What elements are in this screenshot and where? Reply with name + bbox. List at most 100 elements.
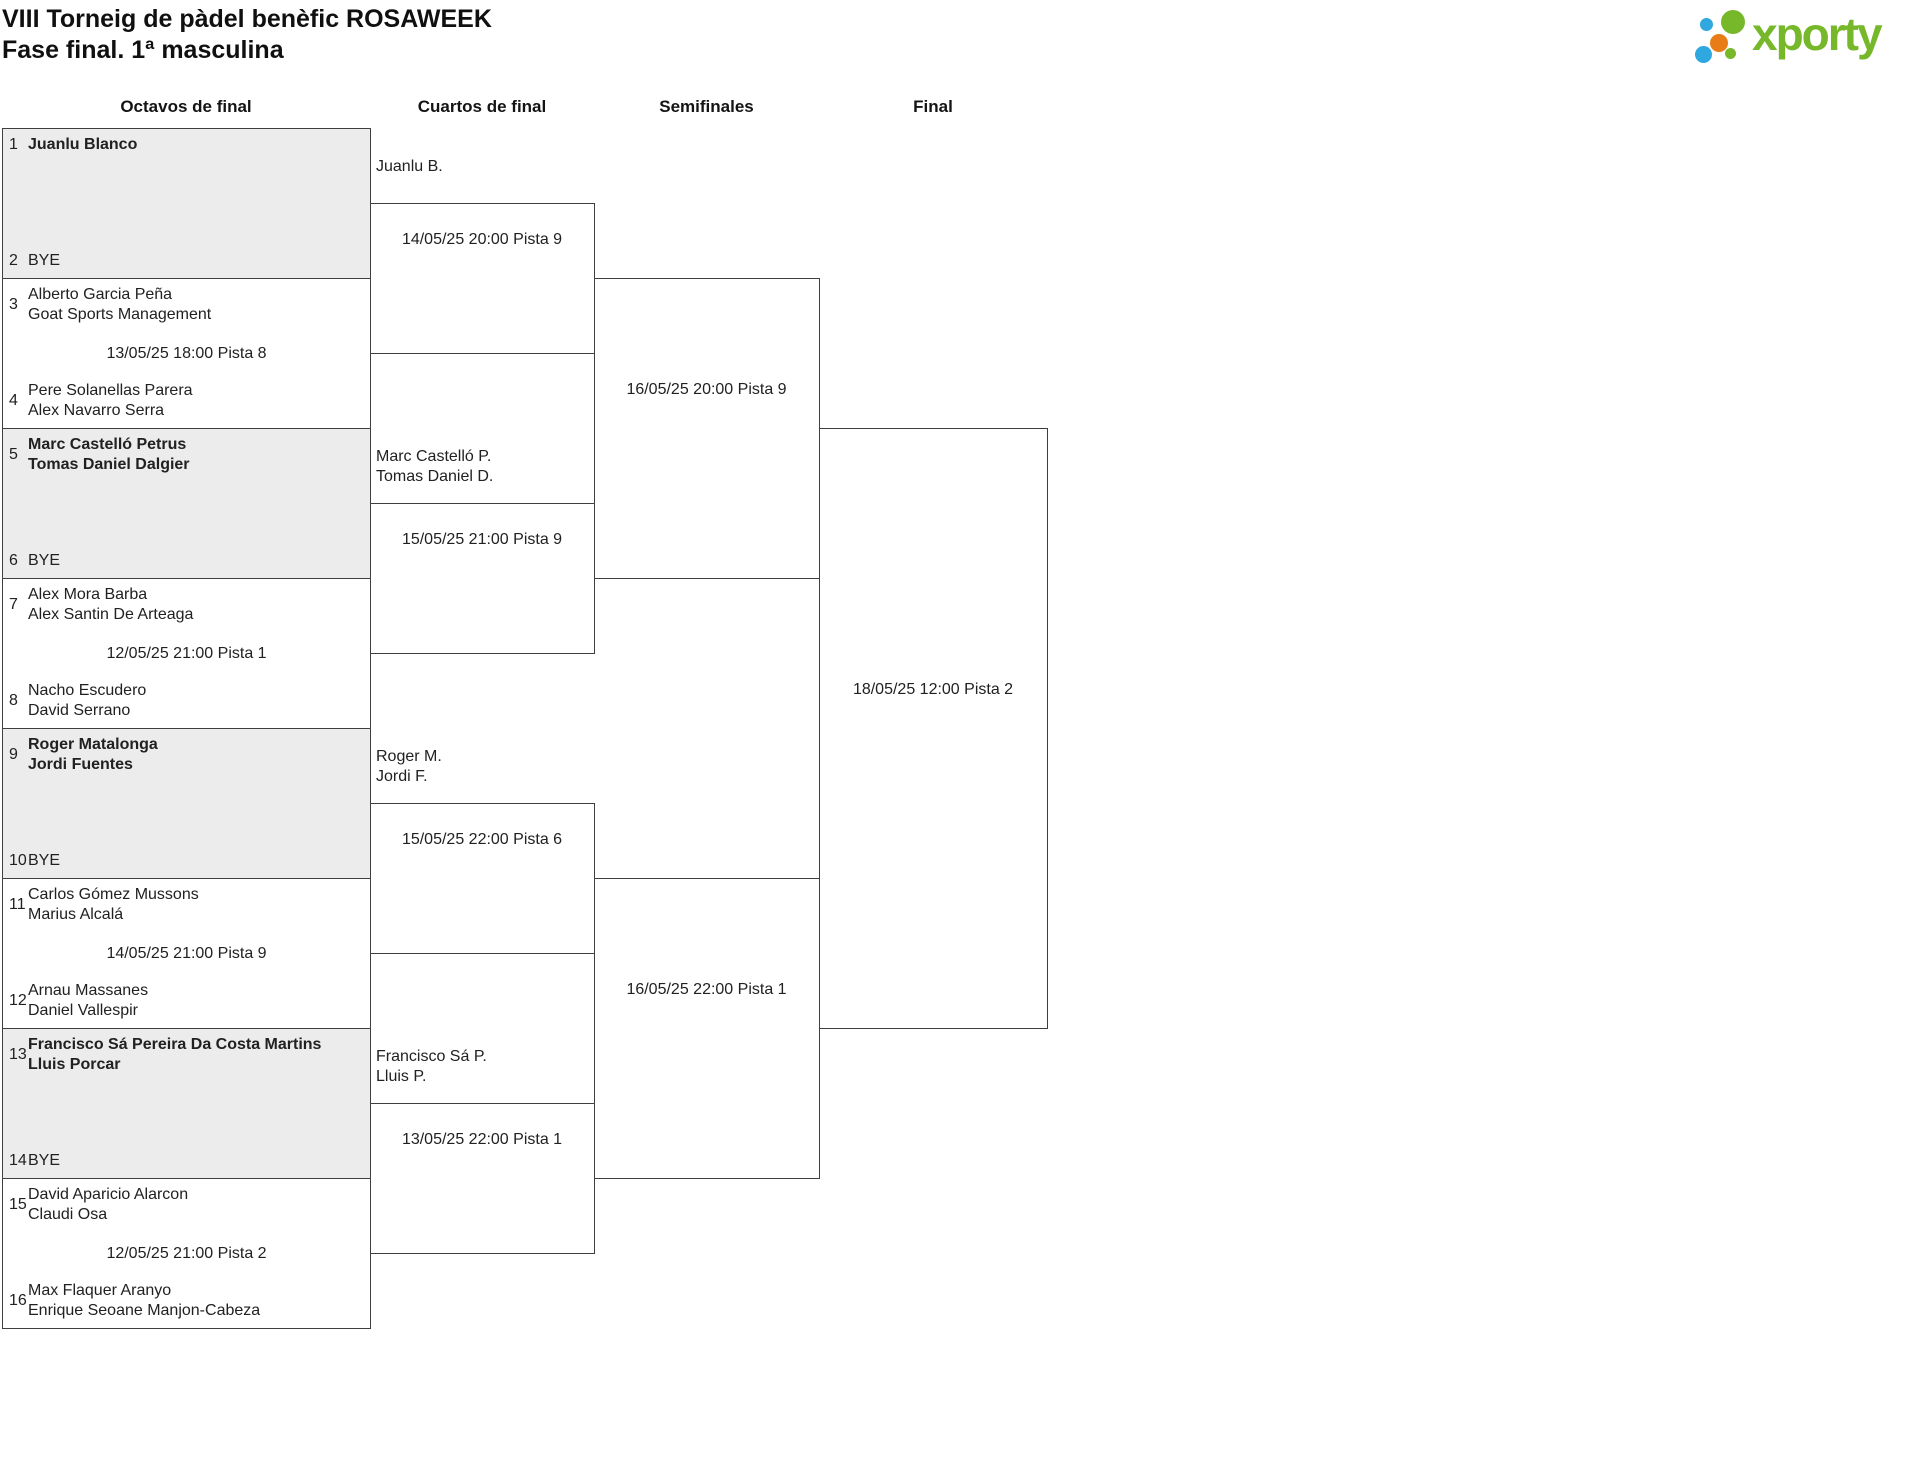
- winner-name: Marc Castelló P.: [376, 448, 492, 465]
- match-date: 12/05/25 21:00 Pista 1: [106, 645, 267, 662]
- winner-name: Tomas Daniel D.: [376, 468, 494, 485]
- seed-number: 10: [9, 852, 27, 869]
- logo-dot-blue-small: [1700, 18, 1713, 31]
- logo-dot-blue-medium: [1695, 46, 1712, 63]
- team-name: Nacho Escudero: [28, 682, 147, 699]
- team-names: BYE: [28, 851, 60, 871]
- match-box-semifinal[interactable]: [594, 278, 820, 579]
- match-date: 13/05/25 18:00 Pista 8: [106, 345, 267, 362]
- team-name: BYE: [28, 1152, 61, 1169]
- winner-label: Marc Castelló P. Tomas Daniel D.: [376, 447, 590, 487]
- match-date: 18/05/25 12:00 Pista 2: [852, 681, 1014, 698]
- team-name: Juanlu Blanco: [28, 136, 138, 153]
- seed-number: 13: [9, 1046, 27, 1063]
- round-header-1: Octavos de final: [120, 97, 252, 116]
- winner-label: Juanlu B.: [376, 147, 590, 187]
- match-date: 15/05/25 21:00 Pista 9: [401, 531, 563, 548]
- seed-number: 4: [9, 392, 18, 409]
- team-name: Goat Sports Management: [28, 306, 212, 323]
- seed-number: 6: [9, 552, 18, 569]
- team-name: Jordi Fuentes: [28, 756, 133, 773]
- team-name: Pere Solanellas Parera: [28, 382, 193, 399]
- match-box-quarterfinal[interactable]: [370, 203, 595, 354]
- match-date: 16/05/25 20:00 Pista 9: [626, 381, 787, 398]
- seed-number: 2: [9, 252, 18, 269]
- match-date: 14/05/25 20:00 Pista 9: [401, 231, 563, 248]
- seed-number: 8: [9, 692, 18, 709]
- team-names: Juanlu Blanco: [28, 135, 137, 155]
- tournament-title: VIII Torneig de pàdel benèfic ROSAWEEK: [2, 5, 492, 33]
- team-pair: 2 BYE: [9, 251, 366, 271]
- team-name: Max Flaquer Aranyo: [28, 1282, 172, 1299]
- winner-label: Roger M.Jordi F.: [376, 747, 590, 787]
- team-name: BYE: [28, 852, 61, 869]
- logo-dot-orange: [1710, 34, 1728, 52]
- match-date: 13/05/25 22:00 Pista 1: [401, 1131, 563, 1148]
- winner-name: Juanlu B.: [376, 158, 443, 175]
- match-box-final[interactable]: [819, 428, 1048, 1029]
- match-box-quarterfinal[interactable]: [370, 1103, 595, 1254]
- team-name: Enrique Seoane Manjon-Cabeza: [28, 1302, 261, 1319]
- team-name: Alex Mora Barba: [28, 586, 148, 603]
- team-names: BYE: [28, 251, 60, 271]
- team-name: Daniel Vallespir: [28, 1002, 138, 1019]
- match-box-quarterfinal[interactable]: [370, 803, 595, 954]
- round-header-3: Semifinales: [659, 97, 754, 116]
- match-date: 12/05/25 21:00 Pista 2: [106, 1245, 267, 1262]
- round-header-2: Cuartos de final: [417, 97, 547, 116]
- match-box-semifinal[interactable]: [594, 878, 820, 1179]
- winner-name: Jordi F.: [376, 768, 428, 785]
- winner-name: Lluis P.: [376, 1068, 427, 1085]
- seed-number: 14: [9, 1152, 27, 1169]
- team-name: Alex Navarro Serra: [28, 402, 165, 419]
- match-box-quarterfinal[interactable]: [370, 503, 595, 654]
- team-name: Lluis Porcar: [28, 1056, 121, 1073]
- team-name: Alex Santin De Arteaga: [28, 606, 194, 623]
- team-name: BYE: [28, 552, 61, 569]
- match-date: 14/05/25 21:00 Pista 9: [106, 945, 267, 962]
- team-name: Tomas Daniel Dalgier: [28, 456, 190, 473]
- team-name: Francisco Sá Pereira Da Costa Martins: [28, 1036, 322, 1053]
- seed-number: 15: [9, 1196, 27, 1213]
- seed-number: 7: [9, 596, 18, 613]
- team-name: Alberto Garcia Peña: [28, 286, 173, 303]
- seed-number: 12: [9, 992, 27, 1009]
- match-date: 15/05/25 22:00 Pista 6: [401, 831, 563, 848]
- seed-number: 5: [9, 446, 18, 463]
- xporty-logo: xporty: [1690, 2, 1920, 75]
- team-names: BYE: [28, 551, 60, 571]
- team-name: Marc Castelló Petrus: [28, 436, 187, 453]
- team-name: Carlos Gómez Mussons: [28, 886, 199, 903]
- seed-number: 11: [9, 896, 26, 913]
- team-name: Marius Alcalá: [28, 906, 124, 923]
